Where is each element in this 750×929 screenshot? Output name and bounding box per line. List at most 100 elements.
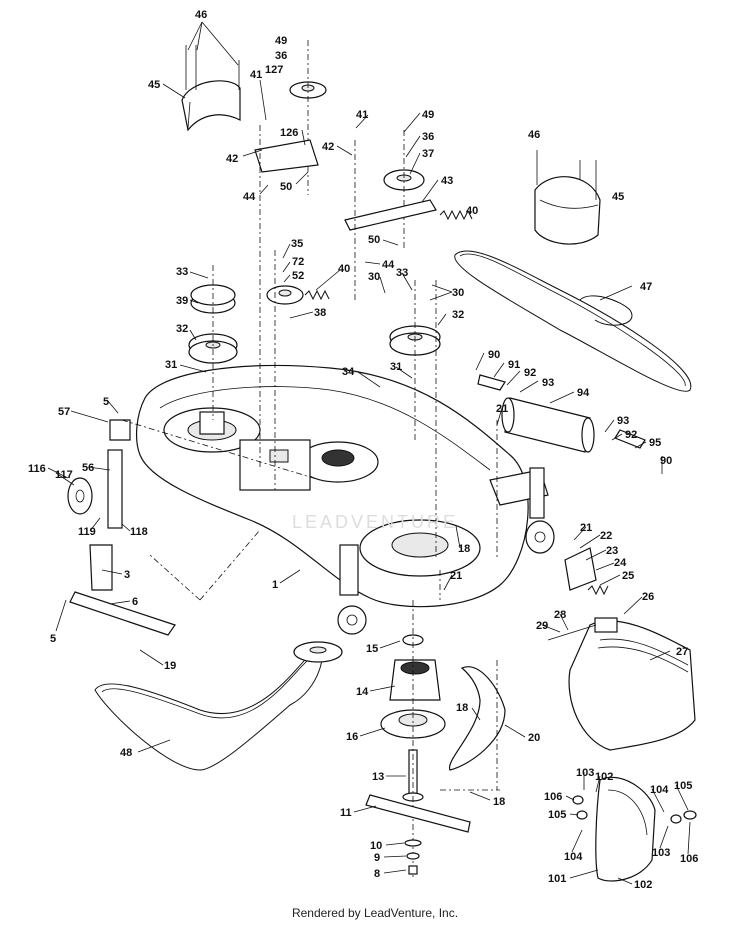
callout-102: 102 bbox=[595, 771, 613, 783]
callout-3: 3 bbox=[124, 569, 130, 581]
callout-106: 106 bbox=[680, 853, 698, 865]
callout-102: 102 bbox=[634, 879, 652, 891]
callout-37: 37 bbox=[422, 148, 434, 160]
callout-46: 46 bbox=[528, 129, 540, 141]
callout-106: 106 bbox=[544, 791, 562, 803]
drive-belt bbox=[454, 250, 692, 392]
callout-6: 6 bbox=[132, 596, 138, 608]
callout-50: 50 bbox=[368, 234, 380, 246]
idler-spring-left bbox=[304, 289, 330, 301]
callout-50: 50 bbox=[280, 181, 292, 193]
callout-15: 15 bbox=[366, 643, 378, 655]
callout-32: 32 bbox=[176, 323, 188, 335]
callout-42: 42 bbox=[226, 153, 238, 165]
callout-1: 1 bbox=[272, 579, 278, 591]
callout-30: 30 bbox=[368, 271, 380, 283]
assembly-guide-lines bbox=[121, 125, 500, 791]
callout-21: 21 bbox=[580, 522, 592, 534]
callout-95: 95 bbox=[649, 437, 661, 449]
callout-38: 38 bbox=[314, 307, 326, 319]
callout-33: 33 bbox=[176, 266, 188, 278]
callout-39: 39 bbox=[176, 295, 188, 307]
callout-101: 101 bbox=[548, 873, 566, 885]
chute-bracket bbox=[564, 547, 597, 591]
callout-48: 48 bbox=[120, 747, 132, 759]
blade-bolt bbox=[408, 865, 418, 875]
mower-blade bbox=[365, 794, 471, 833]
callout-42: 42 bbox=[322, 141, 334, 153]
deflector-shield-right bbox=[534, 150, 601, 245]
deflector-shield-lower bbox=[572, 776, 697, 882]
callout-43: 43 bbox=[441, 175, 453, 187]
callout-104: 104 bbox=[650, 784, 669, 796]
callout-22: 22 bbox=[600, 530, 612, 542]
blade-washer bbox=[404, 839, 422, 847]
callout-127: 127 bbox=[265, 64, 283, 76]
callout-116: 116 bbox=[28, 463, 46, 475]
callout-41: 41 bbox=[250, 69, 262, 81]
callout-41: 41 bbox=[356, 109, 368, 121]
blade-bolt-washer bbox=[406, 852, 420, 860]
callout-105: 105 bbox=[674, 780, 692, 792]
callout-92: 92 bbox=[625, 429, 637, 441]
chute-spring bbox=[587, 584, 609, 596]
callout-104: 104 bbox=[564, 851, 583, 863]
callout-19: 19 bbox=[164, 660, 176, 672]
callout-40: 40 bbox=[466, 205, 478, 217]
callout-18: 18 bbox=[493, 796, 505, 808]
callout-29: 29 bbox=[536, 620, 548, 632]
callout-36: 36 bbox=[275, 50, 287, 62]
callout-13: 13 bbox=[372, 771, 384, 783]
callout-16: 16 bbox=[346, 731, 358, 743]
callout-34: 34 bbox=[342, 366, 355, 378]
idler-spring-right bbox=[439, 209, 473, 221]
drive-belt-loop bbox=[579, 295, 633, 326]
callout-46: 46 bbox=[195, 9, 207, 21]
callout-47: 47 bbox=[640, 281, 652, 293]
callout-90: 90 bbox=[488, 349, 500, 361]
callout-32: 32 bbox=[452, 309, 464, 321]
callout-8: 8 bbox=[374, 868, 380, 880]
callout-31: 31 bbox=[165, 359, 177, 371]
callout-45: 45 bbox=[148, 79, 160, 91]
callout-40: 40 bbox=[338, 263, 350, 275]
callout-44: 44 bbox=[243, 191, 256, 203]
callout-20: 20 bbox=[528, 732, 540, 744]
idler-pulley-top-left bbox=[289, 40, 327, 195]
callout-10: 10 bbox=[370, 840, 382, 852]
idler-bracket bbox=[254, 139, 319, 173]
watermark-text: LEADVENTURE bbox=[292, 512, 458, 532]
callout-26: 26 bbox=[642, 591, 654, 603]
callout-103: 103 bbox=[576, 767, 594, 779]
idler-arm bbox=[344, 199, 437, 231]
callout-27: 27 bbox=[676, 646, 688, 658]
callout-126: 126 bbox=[280, 127, 298, 139]
callout-118: 118 bbox=[130, 526, 148, 538]
callout-23: 23 bbox=[606, 545, 618, 557]
callout-35: 35 bbox=[291, 238, 303, 250]
idler-pulley-middle bbox=[266, 250, 304, 490]
callout-11: 11 bbox=[340, 807, 352, 819]
callout-57: 57 bbox=[58, 406, 70, 418]
callout-117: 117 bbox=[55, 469, 73, 481]
callout-21: 21 bbox=[450, 570, 462, 582]
deck-baffle bbox=[449, 666, 506, 771]
callout-14: 14 bbox=[356, 686, 369, 698]
callout-36: 36 bbox=[422, 131, 434, 143]
callout-72: 72 bbox=[292, 256, 304, 268]
spindle-pulley-left bbox=[188, 265, 238, 420]
callout-49: 49 bbox=[422, 109, 434, 121]
callout-94: 94 bbox=[577, 387, 590, 399]
callout-9: 9 bbox=[374, 852, 380, 864]
callout-119: 119 bbox=[78, 526, 96, 538]
callout-21: 21 bbox=[496, 403, 508, 415]
callout-leader-lines bbox=[47, 21, 691, 885]
callout-91: 91 bbox=[508, 359, 520, 371]
callout-52: 52 bbox=[292, 270, 304, 282]
callout-56: 56 bbox=[82, 462, 94, 474]
discharge-chute bbox=[547, 617, 696, 751]
callout-49: 49 bbox=[275, 35, 287, 47]
callout-5: 5 bbox=[50, 633, 56, 645]
callout-labels: 46 45 41 42 44 49 36 127 126 50 41 42 49… bbox=[28, 9, 698, 891]
